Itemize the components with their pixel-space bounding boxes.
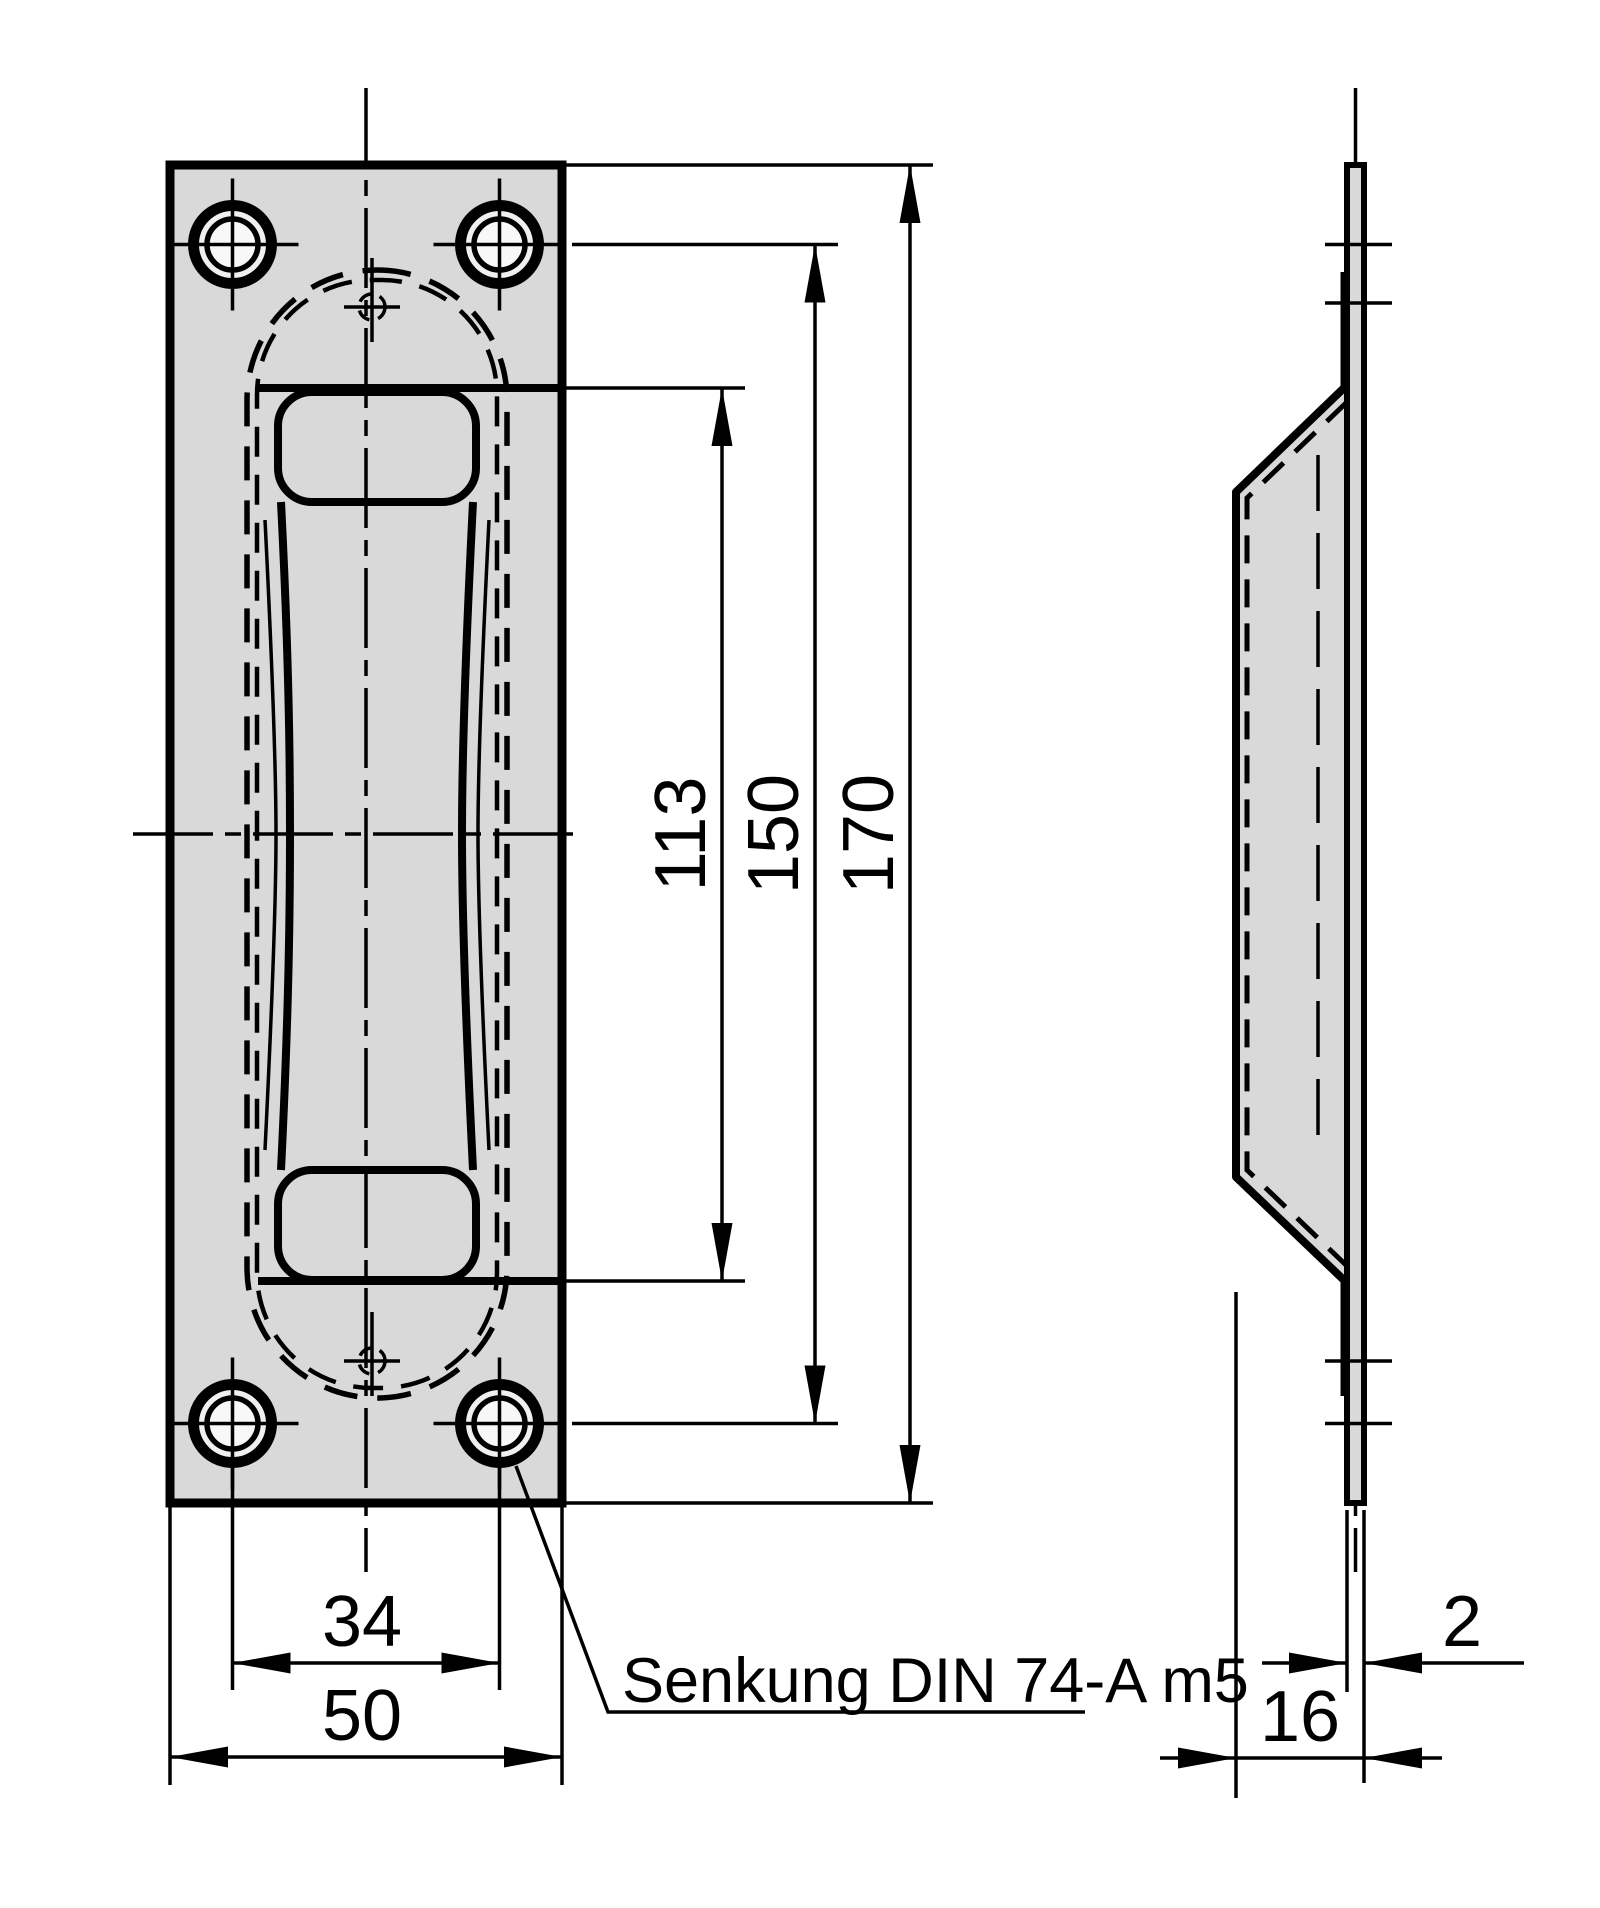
hole-bottom-right: [433, 1357, 566, 1490]
arrow-2-left: [1289, 1652, 1347, 1674]
dim-label-113: 113: [641, 777, 721, 892]
dim-label-2: 2: [1442, 1582, 1482, 1662]
arrow-150-bottom: [804, 1365, 826, 1424]
hole-top-left: [166, 178, 299, 311]
arrow-170-bottom: [899, 1445, 921, 1503]
arrow-170-top: [899, 165, 921, 223]
arrow-16-left: [1178, 1747, 1236, 1769]
hole-crosshair: [433, 178, 566, 311]
extension-lines-34: [230, 1462, 502, 1690]
dimension-2: 2: [1262, 1510, 1524, 1783]
grip-bottom-pad: [274, 1166, 480, 1284]
recess-inner-dashed: [254, 277, 500, 1391]
recess-wall-left-line: [263, 519, 278, 1151]
arrow-50-right: [504, 1746, 562, 1768]
arrow-34-right: [441, 1652, 500, 1674]
dim-label-170: 170: [829, 774, 909, 894]
arrow-34-left: [232, 1652, 291, 1674]
grip-right-taper: [458, 501, 477, 1171]
arrow-113-top: [711, 388, 733, 446]
dimension-150: 150: [572, 242, 838, 1426]
front-centerlines: [133, 88, 585, 1572]
arrow-150-top: [804, 244, 826, 303]
side-view: 2 16: [1160, 88, 1524, 1798]
dim-label-16: 16: [1260, 1677, 1340, 1757]
arrow-50-left: [170, 1746, 228, 1768]
extension-lines-150: [572, 242, 838, 1426]
front-view: 113 150 170 34: [133, 88, 1249, 1785]
leader-line: [514, 1465, 1085, 1714]
hole-bottom-left: [166, 1357, 299, 1490]
recess-hidden-outline: [244, 267, 510, 1401]
grip-opening: [258, 384, 562, 1285]
grip-top-pad: [274, 388, 480, 506]
countersink-note: Senkung DIN 74-A m5: [514, 1465, 1249, 1716]
boss-marks: [344, 258, 400, 1396]
extension-lines-50: [168, 1503, 564, 1785]
top-boss-crosshair: [344, 258, 400, 342]
dimension-16: 16: [1160, 1292, 1442, 1798]
dim-label-34: 34: [322, 1582, 402, 1662]
grip-left-taper: [277, 501, 294, 1171]
recess-outer-dashed: [244, 267, 510, 1401]
dim-label-50: 50: [322, 1676, 402, 1756]
dimension-34: 34: [230, 1462, 502, 1690]
hole-top-right: [433, 178, 566, 311]
pan-fill: [1236, 385, 1347, 1283]
plate-side-strip: [1344, 162, 1367, 1506]
countersink-note-label: Senkung DIN 74-A m5: [622, 1646, 1249, 1716]
bottom-boss-crosshair: [344, 1312, 400, 1396]
arrow-2-right: [1364, 1652, 1422, 1674]
extension-lines-113: [566, 386, 745, 1283]
dim-label-150: 150: [734, 774, 814, 894]
pan-hidden-inner: [1244, 400, 1349, 1268]
hole-crosshair: [166, 178, 299, 311]
dimension-50: 50: [168, 1503, 564, 1785]
arrow-16-right: [1364, 1747, 1422, 1769]
recess-wall-right-line: [476, 519, 491, 1151]
dimension-170: 170: [566, 163, 933, 1505]
pan-outline: [1232, 382, 1350, 1286]
arrow-113-bottom: [711, 1223, 733, 1281]
dimension-113: 113: [566, 386, 745, 1283]
side-centerline-ticks: [1325, 242, 1392, 1426]
extension-lines-170: [566, 163, 933, 1505]
mounting-holes: [166, 178, 566, 1490]
